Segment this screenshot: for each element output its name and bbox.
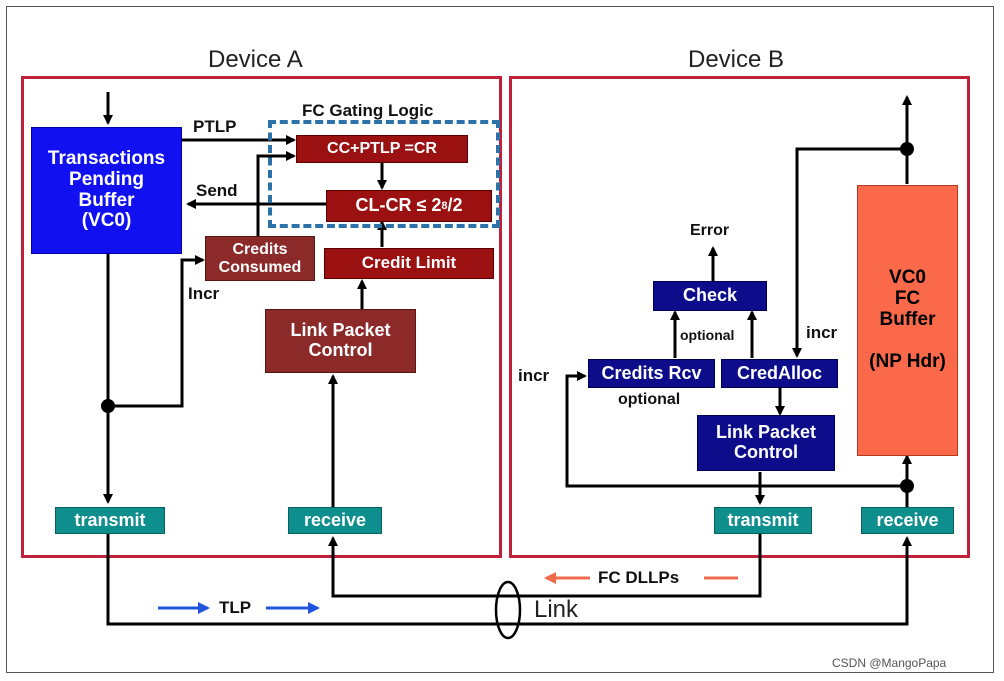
credits-consumed-line1: Credits [232, 240, 288, 258]
junction-b-bottom [900, 479, 914, 493]
lpc-b-line2: Control [734, 442, 798, 462]
lpc-b-line1: Link Packet [715, 422, 817, 443]
fc-dllps-label: FC DLLPs [598, 568, 680, 587]
dllp-link-line [328, 533, 762, 598]
vc0-line1: VC0 [889, 266, 926, 288]
tpb-line2: Pending [69, 168, 144, 190]
incr-loop [565, 371, 907, 488]
clcr-suffix: /2 [447, 195, 463, 216]
watermark: CSDN @MangoPapa [832, 656, 947, 670]
link-packet-control-a: Link Packet Control [265, 309, 416, 373]
link-ellipse [494, 580, 522, 640]
transmit-b: transmit [714, 507, 812, 534]
tlp-label: TLP [219, 598, 252, 617]
junction-a [101, 399, 115, 413]
credalloc-block: CredAlloc [721, 359, 838, 388]
transmit-a: transmit [55, 507, 165, 534]
credits-rcv-block: Credits Rcv [588, 359, 715, 388]
incr-feed [108, 255, 205, 408]
junction-b-top [900, 142, 914, 156]
fc-gating-label: FC Gating Logic [302, 101, 434, 120]
vc0-line2: FC [894, 287, 921, 309]
tlp-link-line [106, 533, 912, 626]
optional-top-label: optional [680, 327, 735, 343]
incr-right-label: incr [806, 323, 838, 342]
clcr-prefix: CL-CR ≤ 2 [355, 195, 442, 216]
device-b-box [509, 76, 970, 558]
ptlp-label: PTLP [193, 117, 237, 136]
error-label: Error [690, 222, 730, 239]
optional-bottom-label: optional [618, 391, 681, 408]
vc0-line4: (NP Hdr) [869, 351, 946, 373]
credits-consumed-block: Credits Consumed [205, 236, 315, 281]
fc-gating-box [268, 120, 500, 228]
device-a-box [21, 76, 502, 558]
receive-a: receive [288, 507, 382, 534]
lpc-a-line2: Control [308, 340, 373, 360]
tpb-line3: Buffer [78, 189, 135, 211]
check-block: Check [653, 281, 767, 311]
device-a-title: Device A [208, 46, 303, 73]
incr-left-label: incr [518, 366, 550, 385]
transactions-pending-buffer: Transactions Pending Buffer (VC0) [31, 127, 182, 254]
credits-consumed-line2: Consumed [218, 258, 302, 276]
link-label: Link [534, 596, 579, 623]
tpb-line4: (VC0) [81, 210, 132, 232]
cc-ptlp-cr-block: CC+PTLP =CR [296, 135, 468, 163]
credits-consumed-feed [256, 151, 296, 236]
vc0-fc-buffer: VC0 FC Buffer (NP Hdr) [857, 185, 958, 456]
send-label: Send [196, 181, 238, 200]
link-packet-control-b: Link Packet Control [697, 415, 835, 471]
vc0-line3: Buffer [879, 308, 936, 330]
clcr-exp: 8 [441, 199, 448, 212]
receive-b: receive [861, 507, 954, 534]
incr-label-a: Incr [188, 284, 220, 303]
tpb-line1: Transactions [47, 147, 166, 169]
vc0-incr-feed [792, 147, 907, 358]
device-b-title: Device B [688, 46, 785, 73]
lpc-a-line1: Link Packet [290, 320, 391, 341]
credit-limit-block: Credit Limit [324, 248, 494, 279]
